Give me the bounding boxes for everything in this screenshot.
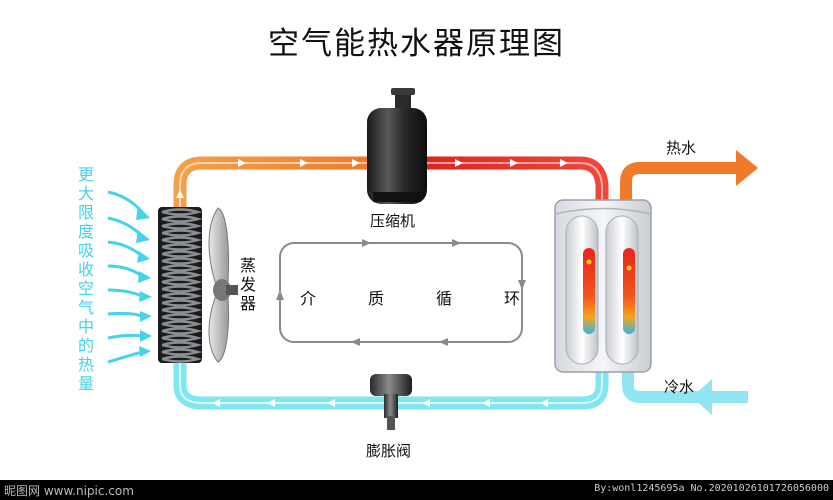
evaporator-coil-icon [158,207,203,363]
medium-cycle-loop [276,239,526,346]
evaporator-label: 蒸发器 [239,256,256,313]
hot-pipe [405,156,609,207]
cycle-char: 介 [300,289,317,308]
cycle-char: 质 [367,289,384,308]
fan-icon [208,207,238,363]
page-title: 空气能热水器原理图 [268,26,565,62]
cycle-char: 循 [435,289,452,308]
hot-flow-arrows [455,159,568,167]
warm-pipe [173,156,377,217]
watermark-right: By:wonl1245695a No.20201026101726056000 [594,483,829,494]
warm-flow-arrows [176,159,360,198]
hot-water-outlet [620,162,738,200]
expansion-valve-label: 膨胀阀 [366,442,412,460]
watermark-left: 昵图网 www.nipic.com [4,484,134,498]
compressor-label: 压缩机 [370,212,416,230]
expansion-valve-icon [370,374,412,430]
hot-water-label: 热水 [666,139,697,157]
cold-flow-arrows [212,399,548,407]
cold-water-arrow [692,379,712,415]
side-caption: 更大限度吸收空气中的热量 [77,165,94,393]
medium-cycle-text: 介 质 循 环 [300,285,520,309]
cold-water-inlet [622,372,748,403]
compressor-icon [367,88,427,204]
watermark-bar: 昵图网 www.nipic.com By:wonl1245695a No.202… [0,480,833,500]
water-tank-icon [554,199,652,373]
cold-water-label: 冷水 [664,378,695,396]
cycle-char: 环 [503,289,520,308]
hot-water-arrow [736,150,758,186]
